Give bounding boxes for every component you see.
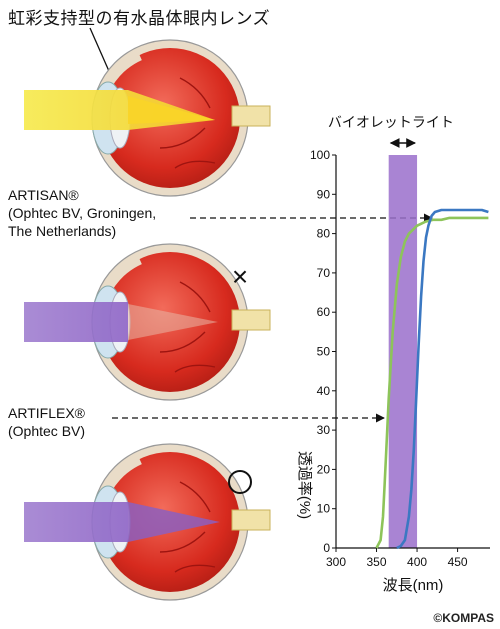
artiflex-name: ARTIFLEX®: [8, 405, 85, 421]
series-line-artisan: [396, 208, 489, 550]
x-axis-label: 波長(nm): [383, 577, 444, 594]
y-tick-label: 10: [317, 502, 331, 516]
artisan-name: ARTISAN®: [8, 187, 79, 203]
artisan-maker: (Ophtec BV, Groningen,: [8, 205, 157, 221]
x-tick-label: 450: [448, 555, 468, 569]
band-label: バイオレットライト: [328, 114, 454, 130]
violet-light-beam-1: [24, 302, 128, 342]
violet-band: [388, 155, 418, 548]
series-line-artiflex: [375, 216, 489, 549]
cross-mark: ×: [232, 261, 248, 292]
page-title: 虹彩支持型の有水晶体眼内レンズ: [8, 9, 271, 28]
y-tick-label: 20: [317, 462, 331, 476]
y-tick-label: 80: [317, 227, 331, 241]
y-tick-label: 60: [317, 305, 331, 319]
y-axis-label: 透過率(%): [296, 451, 313, 519]
artiflex-maker: (Ophtec BV): [8, 423, 86, 439]
artisan-label: ARTISAN® (Ophtec BV, Groningen, The Neth…: [8, 186, 156, 240]
y-tick-label: 70: [317, 266, 331, 280]
artiflex-label: ARTIFLEX® (Ophtec BV): [8, 404, 85, 440]
violet-strong-focus: [128, 502, 220, 542]
yellow-focus: [128, 96, 215, 124]
y-tick-label: 90: [317, 187, 331, 201]
y-tick-label: 0: [323, 541, 330, 555]
y-tick-label: 100: [310, 148, 330, 162]
y-tick-label: 30: [317, 423, 331, 437]
x-tick-label: 300: [326, 555, 346, 569]
artisan-country: The Netherlands): [8, 223, 117, 239]
circle-mark: [228, 470, 252, 494]
transmittance-chart: バイオレットライト 0 10 20 30 40 50 60 70 80 90 100 300 350 400…: [296, 114, 490, 594]
x-tick-label: 400: [407, 555, 427, 569]
x-tick-label: 350: [367, 555, 387, 569]
y-tick-label: 40: [317, 384, 331, 398]
y-tick-label: 50: [317, 345, 331, 359]
copyright: ©KOMPAS: [433, 611, 494, 625]
violet-weak-focus: [128, 304, 218, 340]
violet-light-beam-2: [24, 502, 128, 542]
